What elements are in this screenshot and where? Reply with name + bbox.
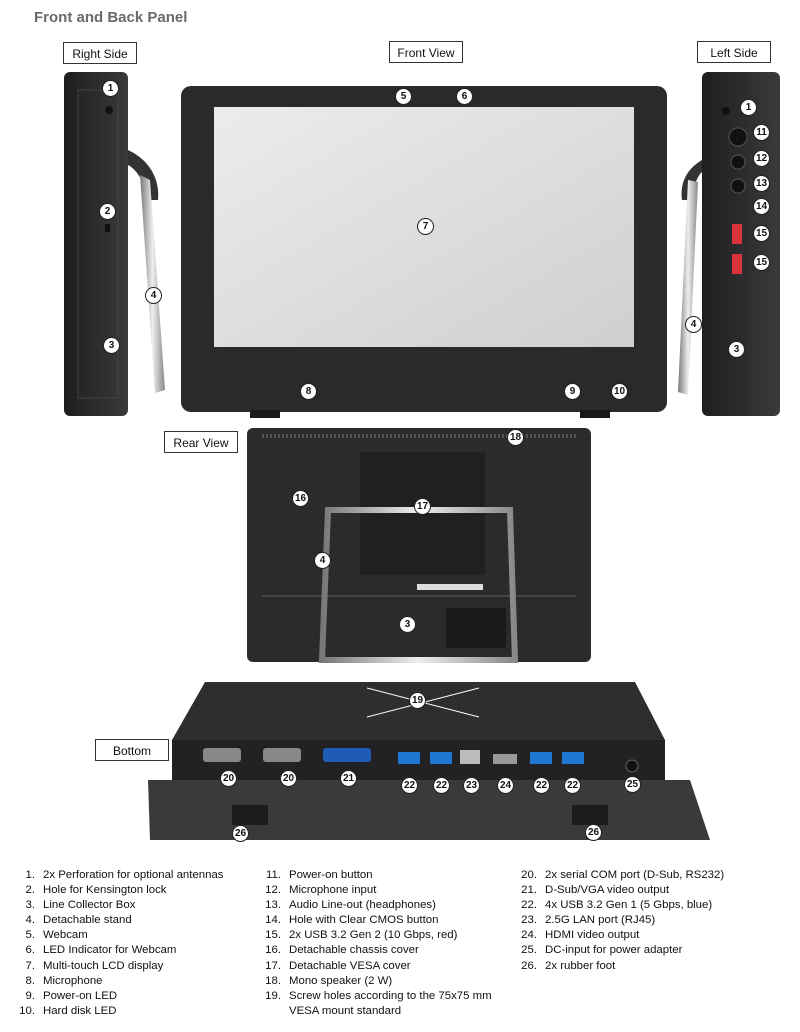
legend-item: 10.Hard disk LED xyxy=(19,1004,117,1017)
legend-item: 23.2.5G LAN port (RJ45) xyxy=(521,914,656,927)
callout-20a: 20 xyxy=(220,770,237,787)
label-right-side: Right Side xyxy=(63,42,137,64)
legend-item: 24.HDMI video output xyxy=(521,929,640,942)
callout-12: 12 xyxy=(753,150,770,167)
legend-item: 15.2x USB 3.2 Gen 2 (10 Gbps, red) xyxy=(265,929,458,942)
legend-item: 14.Hole with Clear CMOS button xyxy=(265,914,439,927)
callout-20b: 20 xyxy=(280,770,297,787)
legend-item: 22.4x USB 3.2 Gen 1 (5 Gbps, blue) xyxy=(521,899,713,912)
callout-26b: 26 xyxy=(585,824,602,841)
callout-19: 19 xyxy=(409,692,426,709)
label-bottom: Bottom xyxy=(95,739,169,761)
callout-21: 21 xyxy=(340,770,357,787)
legend-item: 5.Webcam xyxy=(25,929,88,942)
page-title: Front and Back Panel xyxy=(34,9,188,26)
callout-22a: 22 xyxy=(401,777,418,794)
legend-item: 4.Detachable stand xyxy=(25,914,132,927)
legend-item: VESA mount standard xyxy=(289,1004,402,1017)
rear-view-drawing xyxy=(247,428,591,663)
legend-item: 20.2x serial COM port (D-Sub, RS232) xyxy=(521,869,725,881)
label-front-view: Front View xyxy=(389,41,463,63)
callout-13: 13 xyxy=(753,175,770,192)
callout-6: 6 xyxy=(456,88,473,105)
callout-10: 10 xyxy=(611,383,628,400)
legend-item: 21.D-Sub/VGA video output xyxy=(521,884,670,897)
callout-4-left: 4 xyxy=(685,316,702,333)
legend-item: 8.Microphone xyxy=(25,974,103,987)
legend-item: 12.Microphone input xyxy=(265,884,377,897)
callout-17: 17 xyxy=(414,498,431,515)
callout-22c: 22 xyxy=(533,777,550,794)
legend-item: 25.DC-input for power adapter xyxy=(521,944,683,957)
callout-7: 7 xyxy=(417,218,434,235)
callout-3-left: 3 xyxy=(728,341,745,358)
legend-item: 3.Line Collector Box xyxy=(25,899,136,912)
callout-15a: 15 xyxy=(753,225,770,242)
legend-item: 1.2x Perforation for optional antennas xyxy=(25,869,224,881)
front-view-drawing xyxy=(181,86,667,418)
legend-item: 16.Detachable chassis cover xyxy=(265,944,419,957)
legend-item: 11.Power-on button xyxy=(266,869,373,881)
callout-15b: 15 xyxy=(753,254,770,271)
legend-item: 19.Screw holes according to the 75x75 mm xyxy=(265,989,492,1002)
label-left-side: Left Side xyxy=(697,41,771,63)
callout-4: 4 xyxy=(145,287,162,304)
label-rear-view: Rear View xyxy=(164,431,238,453)
legend-item: 18.Mono speaker (2 W) xyxy=(265,974,393,987)
callout-4-rear: 4 xyxy=(314,552,331,569)
callout-26a: 26 xyxy=(232,825,249,842)
callout-9: 9 xyxy=(564,383,581,400)
callout-22b: 22 xyxy=(433,777,450,794)
callout-24: 24 xyxy=(497,777,514,794)
legend-item: 7.Multi-touch LCD display xyxy=(25,959,164,972)
legend-item: 9.Power-on LED xyxy=(25,989,118,1002)
callout-22d: 22 xyxy=(564,777,581,794)
callout-1: 1 xyxy=(102,80,119,97)
callout-8: 8 xyxy=(300,383,317,400)
legend-item: 13.Audio Line-out (headphones) xyxy=(265,899,436,912)
callout-5: 5 xyxy=(395,88,412,105)
legend-item: 26.2x rubber foot xyxy=(521,959,616,972)
legend-col-1: 1.2x Perforation for optional antennas 2… xyxy=(16,868,223,1019)
legend-col-3: 20.2x serial COM port (D-Sub, RS232) 21.… xyxy=(518,868,724,974)
left-side-drawing xyxy=(678,72,780,416)
callout-1-left: 1 xyxy=(740,99,757,116)
bottom-view-drawing xyxy=(148,682,710,840)
callout-18: 18 xyxy=(507,429,524,446)
callout-11: 11 xyxy=(753,124,770,141)
legend-col-2: 11.Power-on button 12.Microphone input 1… xyxy=(262,868,492,1019)
callout-2: 2 xyxy=(99,203,116,220)
legend-item: 2.Hole for Kensington lock xyxy=(25,884,167,897)
legend-item: 6.LED Indicator for Webcam xyxy=(25,944,177,957)
callout-23: 23 xyxy=(463,777,480,794)
callout-3-rear: 3 xyxy=(399,616,416,633)
callout-3: 3 xyxy=(103,337,120,354)
callout-25: 25 xyxy=(624,776,641,793)
right-side-drawing xyxy=(64,72,165,416)
callout-16: 16 xyxy=(292,490,309,507)
callout-14: 14 xyxy=(753,198,770,215)
legend-item: 17.Detachable VESA cover xyxy=(265,959,411,972)
